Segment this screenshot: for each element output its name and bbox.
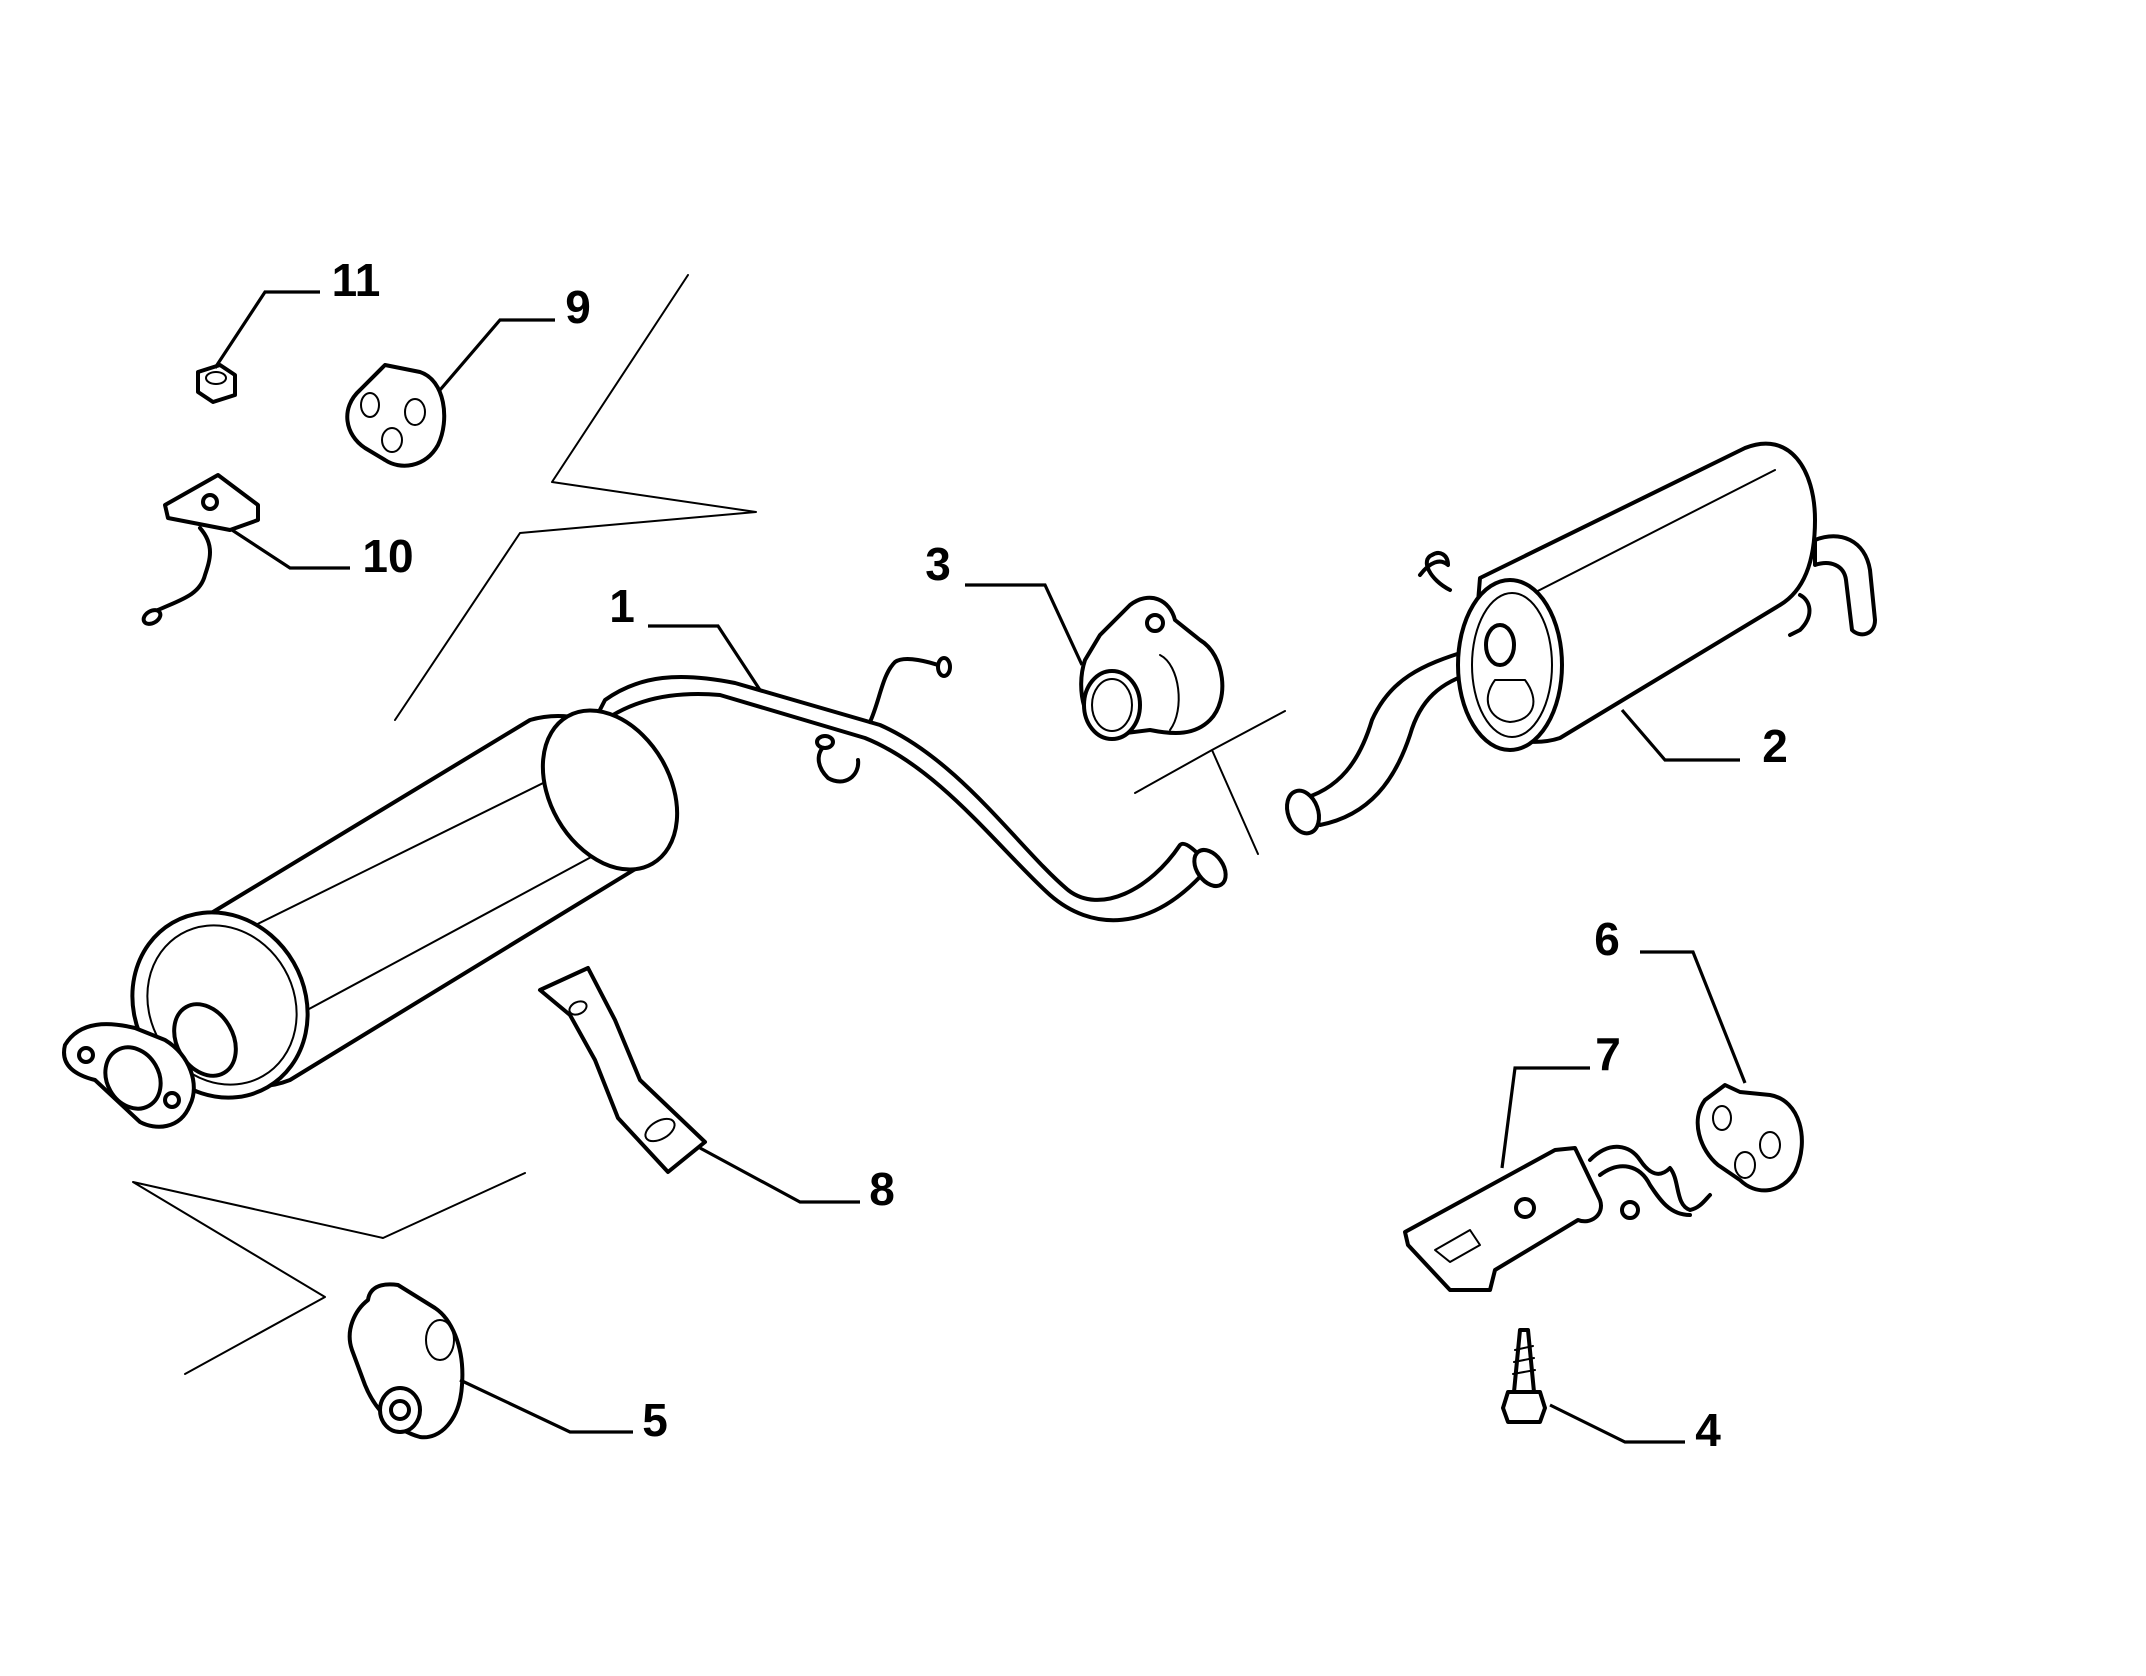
callout-7: 7 (1595, 1028, 1621, 1080)
part-5-rubber-mount (347, 1282, 465, 1440)
pipe-1-hanger-tip (936, 656, 952, 678)
part-1-front-silencer-pipe (62, 656, 1228, 1129)
clamp-bolt (1145, 613, 1165, 633)
part-7-bracket (1403, 1144, 1712, 1292)
rear-inlet-end (1285, 788, 1321, 836)
break-line-top (394, 274, 757, 721)
callout-10: 10 (362, 530, 413, 582)
callout-4: 4 (1695, 1404, 1721, 1456)
callout-9: 9 (565, 281, 591, 333)
strap-8-hole-top (568, 1000, 588, 1016)
leader-4 (1549, 1403, 1685, 1444)
break-lines (132, 274, 1286, 1375)
bracket-7-plate (1403, 1146, 1603, 1292)
rear-silencer-seam (1519, 469, 1776, 601)
rear-silencer-front-cap (1456, 578, 1564, 752)
mount-5-top-lobe (425, 1319, 455, 1361)
ring-9-hole-left (360, 392, 380, 418)
screw-thread-1 (1514, 1345, 1534, 1351)
leader-11 (213, 290, 320, 369)
ring-9-hole-right (404, 398, 426, 426)
part-11-nut (196, 363, 237, 404)
leader-10 (231, 528, 350, 570)
leader-8 (699, 1146, 860, 1204)
pipe-1-hanger-rod (868, 657, 946, 724)
callout-3: 3 (925, 538, 951, 590)
clamp-opening-inner (1091, 678, 1133, 732)
leader-2 (1620, 708, 1740, 762)
leader-1 (648, 624, 762, 691)
part-9-rubber-ring (345, 363, 447, 468)
callout-11: 11 (332, 254, 381, 306)
ring-9-body (345, 363, 447, 468)
strap-8-slot (644, 1117, 676, 1143)
leader-5 (459, 1378, 633, 1434)
break-line-bottom (132, 1172, 526, 1375)
leader-7 (1500, 1066, 1590, 1169)
nut-11-hole (205, 371, 227, 385)
strap-8-body (538, 966, 707, 1174)
ring-9-hole-bottom (381, 427, 403, 453)
ring-6-hole-top (1712, 1105, 1732, 1131)
callout-2: 2 (1762, 720, 1788, 772)
clamp-band (1159, 654, 1180, 731)
pipe-1-hook (816, 740, 861, 784)
hanger-10-tip (141, 608, 163, 626)
leader-9 (438, 318, 555, 392)
callout-8: 8 (869, 1163, 895, 1215)
rear-hanger-rod-2 (1788, 593, 1812, 637)
front-flange-hole-right (163, 1091, 181, 1109)
callout-1: 1 (609, 580, 635, 632)
bracket-7-rod-2 (1598, 1164, 1692, 1217)
part-6-rubber-ring (1695, 1083, 1804, 1193)
rear-tailpipe (1813, 534, 1877, 637)
callout-6: 6 (1594, 913, 1620, 965)
hanger-10-hole (201, 493, 219, 511)
pipe-1-hook-tip (815, 734, 835, 750)
rear-silencer-inlet-collar (1484, 623, 1516, 667)
front-flange-hole-left (77, 1046, 95, 1064)
leader-6 (1640, 950, 1747, 1084)
break-line-mid (1134, 710, 1286, 855)
callout-numbers: 1 2 3 4 5 6 7 8 9 10 11 (332, 254, 1788, 1456)
pipe-1-end (1192, 847, 1228, 889)
mount-5-nut-hole (389, 1399, 411, 1421)
bracket-7-hole (1514, 1197, 1536, 1219)
ring-6-hole-right (1759, 1131, 1781, 1159)
screw-head (1501, 1390, 1547, 1424)
bracket-7-rod (1588, 1144, 1712, 1212)
part-10-hanger (141, 473, 260, 626)
front-flange-bore (103, 1045, 163, 1111)
part-2-rear-silencer (1285, 441, 1877, 836)
bracket-7-eye (1620, 1200, 1640, 1220)
ring-6-body (1695, 1083, 1804, 1193)
bracket-7-tab (1434, 1229, 1481, 1263)
front-muffler-rear-cap (540, 708, 680, 872)
ring-6-hole-bottom (1734, 1151, 1756, 1179)
hanger-10-rod (156, 526, 212, 612)
callout-5: 5 (642, 1394, 668, 1446)
leader-3 (965, 583, 1084, 666)
rear-silencer-emboss (1486, 679, 1535, 723)
part-8-strap (538, 966, 707, 1174)
part-3-clamp (1079, 595, 1225, 741)
leader-lines (213, 290, 1747, 1444)
screw-thread-3 (1512, 1369, 1536, 1375)
rear-silencer-front-cap-inner (1471, 592, 1553, 738)
rear-hanger-rod (1418, 551, 1452, 592)
screw-thread-2 (1513, 1357, 1535, 1363)
part-4-screw (1501, 1328, 1547, 1424)
